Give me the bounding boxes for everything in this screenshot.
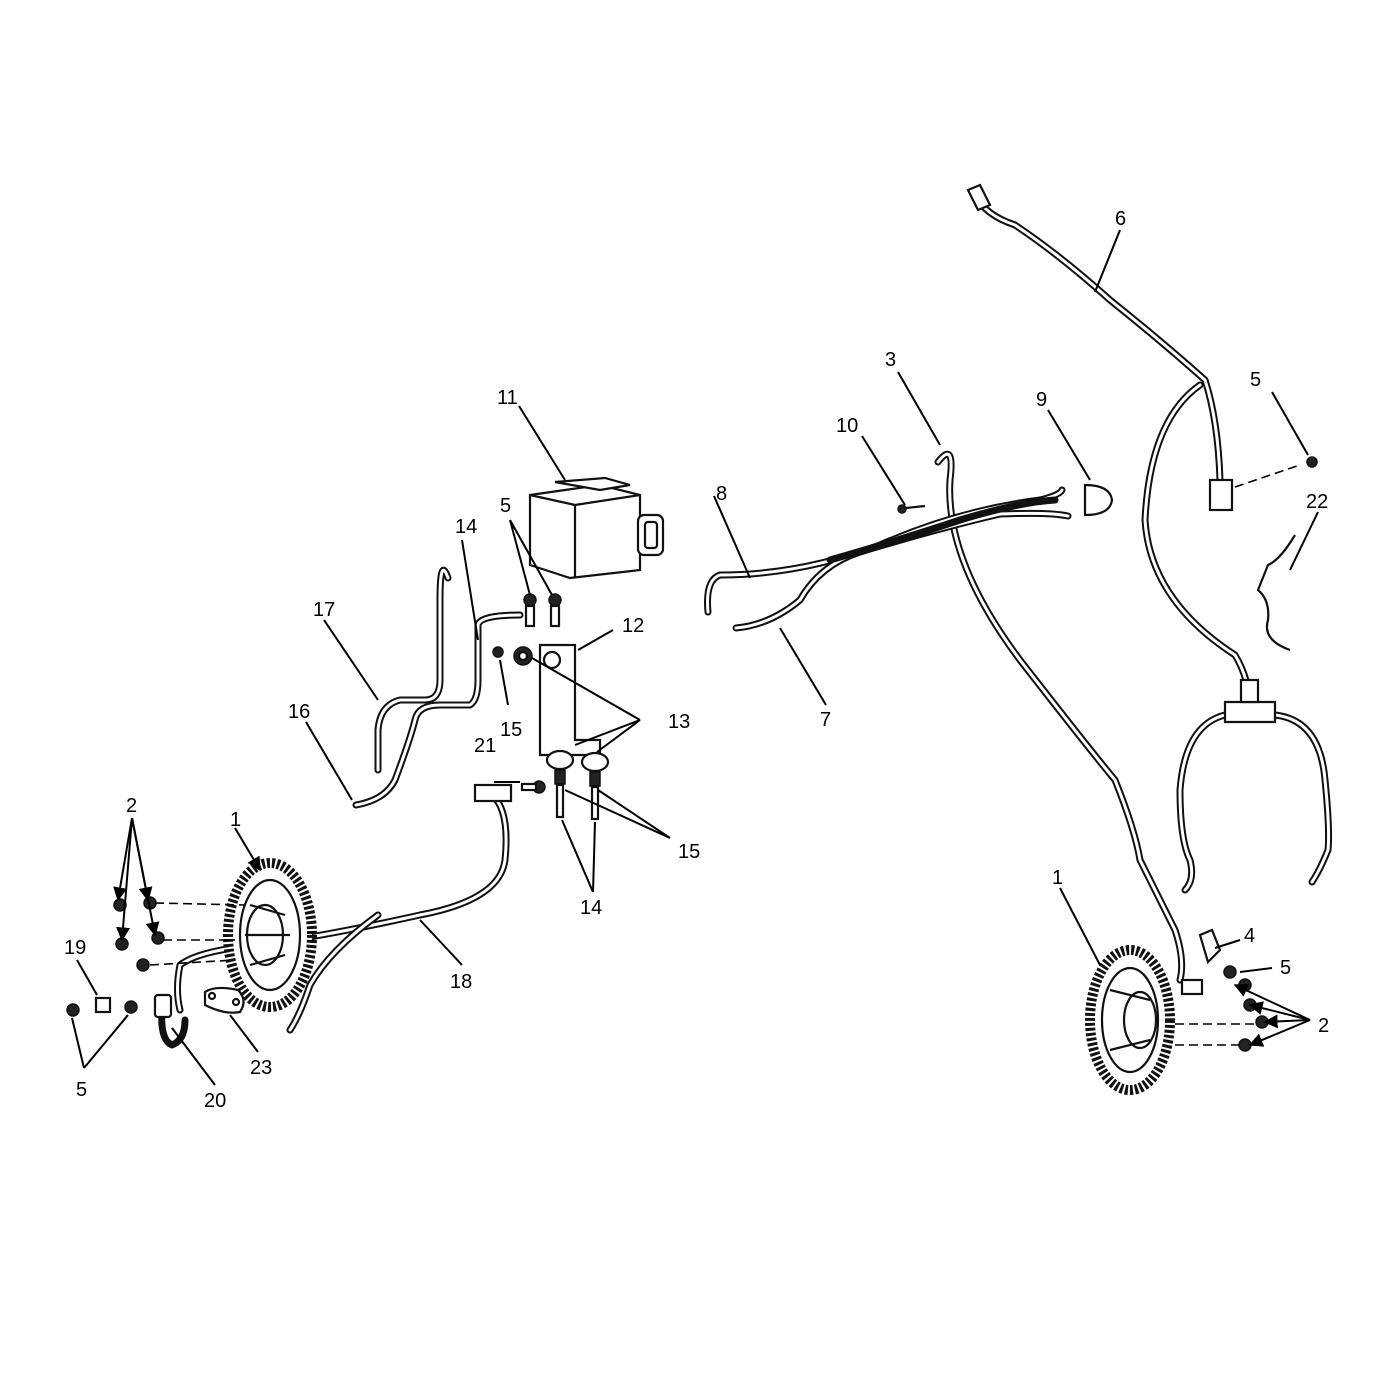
callout-bolt-5-top-right: 5	[1250, 369, 1261, 391]
left-tone-ring-rotor	[223, 858, 317, 1012]
left-mounting-bolts	[113, 896, 246, 972]
callout-15-lower: 15	[678, 841, 700, 863]
callout-line-18: 18	[450, 971, 472, 993]
callout-clip-9: 9	[1036, 389, 1047, 411]
callout-bolt-21: 21	[474, 735, 496, 757]
callout-bolt-10: 10	[836, 415, 858, 437]
callout-part-4: 4	[1244, 925, 1255, 947]
callout-left-rotor: 1	[230, 809, 241, 831]
callout-gasket-23: 23	[250, 1057, 272, 1079]
callout-bracket-12: 12	[622, 615, 644, 637]
callout-line-8: 8	[716, 483, 727, 505]
callout-module-11: 11	[497, 387, 518, 409]
mounting-bracket	[492, 643, 602, 757]
right-fittings	[897, 183, 1318, 724]
callout-bolt-5-right: 5	[1280, 957, 1291, 979]
callout-sensor-20: 20	[204, 1090, 226, 1112]
callout-right-rotor: 1	[1052, 867, 1063, 889]
grommets-and-bolts	[520, 593, 610, 821]
right-tone-ring-rotor	[1085, 945, 1175, 1095]
callout-line-17: 17	[313, 599, 335, 621]
left-sensor-parts	[66, 783, 513, 1019]
abs-module	[528, 476, 665, 580]
callout-bolt-5-left: 5	[76, 1079, 87, 1101]
callout-part-19: 19	[64, 937, 86, 959]
callout-grommet-13: 13	[668, 711, 690, 733]
callout-line-16: 16	[288, 701, 310, 723]
callout-bolt-5-module: 5	[500, 495, 511, 517]
callout-right-bolts: 2	[1318, 1015, 1329, 1037]
callout-15-upper: 15	[500, 719, 522, 741]
callout-bolt-14-upper: 14	[455, 516, 477, 538]
callout-left-bolts: 2	[126, 795, 137, 817]
callout-line-6: 6	[1115, 208, 1126, 230]
callout-line-7: 7	[820, 709, 831, 731]
callout-labels: 1 1 2 2 3 4 5 5 5 5 6 7 8 9 10 11 12 13 …	[64, 208, 1329, 1112]
callout-line-3: 3	[885, 349, 896, 371]
callout-clip-22: 22	[1306, 491, 1328, 513]
right-mounting-bolts	[1175, 928, 1269, 1052]
leader-lines	[71, 229, 1319, 1086]
brake-lines	[158, 191, 1333, 1049]
callout-bolt-14-lower: 14	[580, 897, 602, 919]
